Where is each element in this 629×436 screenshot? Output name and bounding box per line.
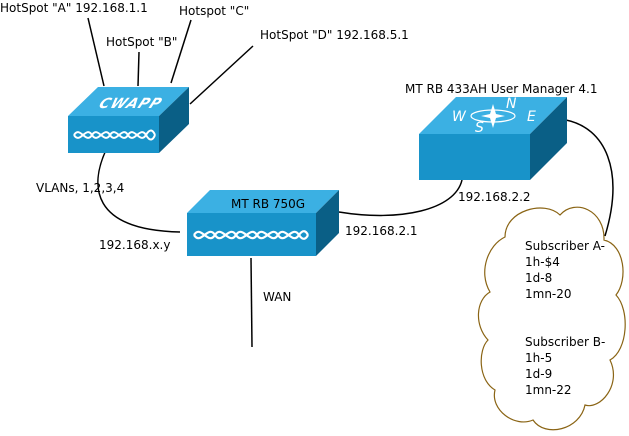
- compass-n: N: [506, 96, 517, 112]
- subscriber-b-name: Subscriber B-: [525, 335, 605, 349]
- router-wan-ip: 192.168.2.1: [345, 224, 418, 238]
- capwap-logo: CWAPP: [96, 96, 165, 112]
- connection-lines: [87, 17, 463, 348]
- hotspot-c-label: Hotspot "C": [179, 4, 249, 18]
- router-front: [187, 213, 316, 256]
- compass-icon: [470, 104, 516, 128]
- subscriber-a-line: 1d-8: [525, 271, 552, 285]
- usermanager-side: [530, 97, 567, 180]
- hotspot-b-label: HotSpot "B": [106, 35, 177, 49]
- capwap-port-wave-icon: [73, 129, 156, 141]
- capwap-top: [68, 87, 189, 116]
- subscriber-a-line: 1h-$4: [525, 255, 560, 269]
- link-hotspot-a: [87, 17, 105, 87]
- hotspot-d-label: HotSpot "D" 192.168.5.1: [260, 28, 409, 42]
- compass-s: S: [475, 120, 484, 136]
- link-hotspot-b: [137, 51, 140, 87]
- capwap-side: [159, 87, 189, 153]
- link-hotspot-c: [170, 19, 192, 84]
- link-usermanager-cloud: [565, 119, 614, 237]
- subscriber-a-name: Subscriber A-: [525, 239, 605, 253]
- router-name: MT RB 750G: [231, 197, 305, 211]
- subscriber-b-line: 1h-5: [525, 351, 552, 365]
- link-hotspot-d: [189, 45, 254, 105]
- hotspot-a-label: HotSpot "A" 192.168.1.1: [0, 1, 148, 15]
- link-vlans: [97, 149, 181, 233]
- subscriber-cloud: [477, 206, 626, 431]
- lan-ip-label: 192.168.x.y: [99, 238, 170, 252]
- router-side: [316, 190, 339, 256]
- wan-label: WAN: [263, 290, 291, 304]
- compass-w: W: [452, 109, 467, 125]
- router-top: [187, 190, 339, 213]
- usermanager-front: [419, 134, 530, 180]
- subscriber-b-line: 1mn-22: [525, 383, 572, 397]
- user-manager-device: N W E S: [419, 96, 567, 180]
- router-750g: [187, 190, 339, 256]
- link-router-usermanager: [338, 179, 463, 217]
- vlans-label: VLANs, 1,2,3,4: [36, 181, 124, 195]
- link-wan: [250, 257, 253, 348]
- subscriber-a-line: 1mn-20: [525, 287, 572, 301]
- router-port-wave-icon: [193, 230, 309, 240]
- user-manager-ip: 192.168.2.2: [458, 190, 531, 204]
- compass-e: E: [527, 109, 536, 125]
- capwap-switch: CWAPP: [68, 87, 189, 153]
- user-manager-label: MT RB 433AH User Manager 4.1: [405, 82, 598, 96]
- subscriber-b-line: 1d-9: [525, 367, 552, 381]
- subscriber-b: Subscriber B- 1h-5 1d-9 1mn-22: [525, 335, 605, 397]
- subscriber-a: Subscriber A- 1h-$4 1d-8 1mn-20: [525, 239, 605, 301]
